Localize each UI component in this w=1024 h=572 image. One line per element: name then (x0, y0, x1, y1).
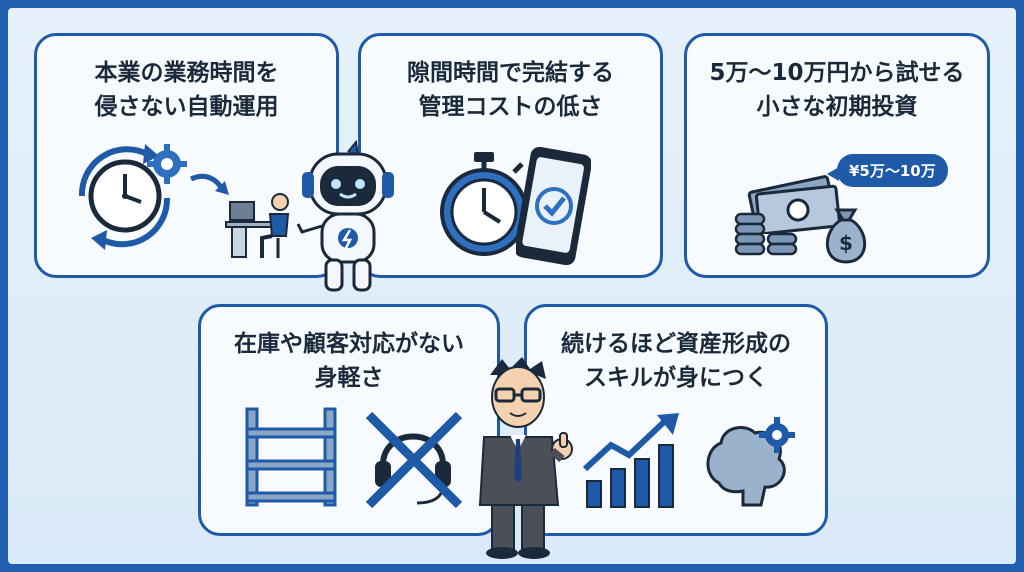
cash-stack-icon (747, 175, 842, 234)
card-title: 続けるほど資産形成の スキルが身につく (561, 331, 791, 391)
robot-mascot-icon (296, 140, 394, 292)
svg-text:$: $ (839, 231, 853, 255)
card-small-initial-investment: 5万〜10万円から試せる 小さな初期投資 ¥5万〜10万 $ (684, 33, 990, 278)
card-automated-operation: 本業の業務時間を 侵さない自動運用 (34, 33, 339, 278)
gear-icon (147, 144, 187, 184)
card-title: 本業の業務時間を 侵さない自動運用 (94, 60, 279, 120)
headset-crossed-icon (365, 411, 463, 509)
coins-icon (734, 212, 798, 256)
person-at-desk-icon (225, 193, 290, 258)
card-title: 在庫や顧客対応がない 身軽さ (234, 331, 464, 391)
brain-gear-icon (706, 417, 795, 507)
price-bubble: ¥5万〜10万 (827, 154, 948, 187)
card-no-inventory: 在庫や顧客対応がない 身軽さ (198, 304, 500, 536)
businessman-mascot-icon (478, 357, 573, 559)
card-low-management-cost: 隙間時間で完結する 管理コストの低さ (358, 33, 663, 278)
smartphone-check-icon (516, 146, 591, 266)
shelf-icon (245, 407, 337, 507)
growth-chart-icon (582, 413, 679, 508)
arrow-icon (189, 173, 229, 195)
money-bag-icon: $ (825, 208, 867, 264)
card-title: 5万〜10万円から試せる 小さな初期投資 (709, 60, 965, 120)
gear-icon (759, 417, 795, 453)
clock-cycle-icon (78, 144, 187, 250)
card-skill-building: 続けるほど資産形成の スキルが身につく (524, 304, 828, 536)
card-title: 隙間時間で完結する 管理コストの低さ (407, 60, 614, 120)
